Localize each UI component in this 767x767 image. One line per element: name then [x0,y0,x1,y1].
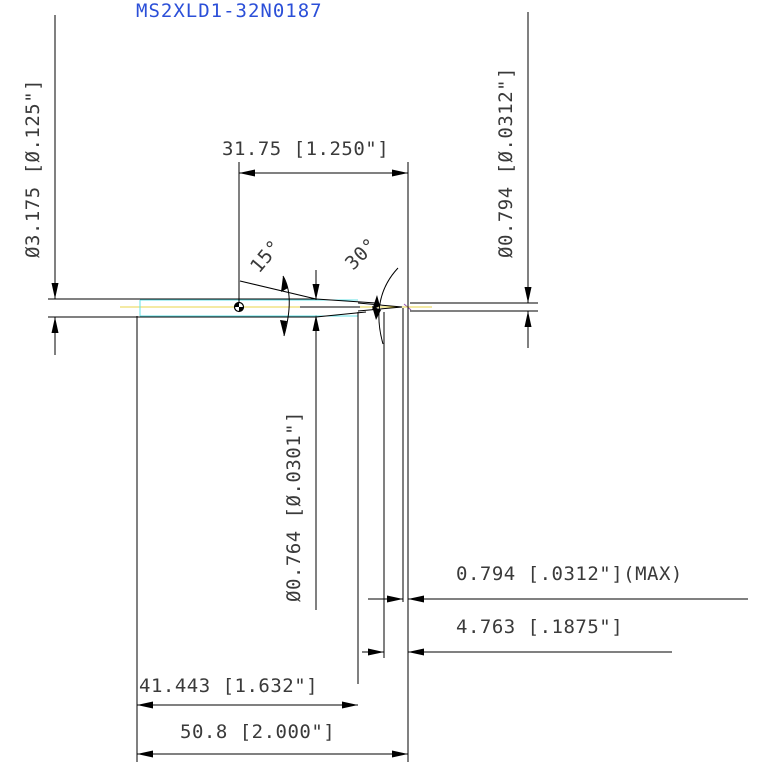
arc-point-angle [378,267,399,345]
arrow-down [312,284,320,300]
point-bottom [357,306,403,312]
dim-shank-diameter: Ø3.175 [Ø.125"] [22,15,59,355]
arrow-taper-top [281,276,288,292]
dim-shank-length: 41.443 [1.632"] [137,675,358,709]
arrow-right [392,169,408,177]
label-tip-diameter: Ø0.794 [Ø.0312"] [495,67,517,258]
origin-marker-quadrant-2 [239,307,244,312]
dim-tip-length: 0.794 [.0312"](MAX) [368,563,748,603]
extension-lines [136,162,409,762]
dim-flute-length: 4.763 [.1875"] [362,616,672,656]
arc-taper-angle [282,275,290,337]
label-overall-length: 50.8 [2.000"] [180,721,335,743]
arrow-up [51,317,59,333]
arrow-up [524,311,532,327]
arrow-left [408,595,424,603]
dim-neck-diameter: Ø0.764 [Ø.0301"] [283,270,320,602]
arrow-down [524,287,532,303]
label-neck-diameter: Ø0.764 [Ø.0301"] [283,411,305,602]
arrow-point-bottom [372,306,381,320]
arrow-down [51,283,59,299]
taper-line [239,280,317,300]
arrow-left [137,750,153,758]
neck-top [315,298,377,304]
arrow-left [408,648,424,656]
arrow-left [137,701,153,709]
dim-overall-length: 50.8 [2.000"] [137,721,408,758]
arrow-right [342,701,358,709]
arrow-point-top [372,295,380,310]
dim-tip-diameter: Ø0.794 [Ø.0312"] [410,12,538,348]
arrow-right [368,648,384,656]
label-tip-length: 0.794 [.0312"](MAX) [456,563,683,585]
origin-marker-quadrant [234,302,239,307]
label-cut-length: 31.75 [1.250"] [222,138,389,160]
arrow-right [387,595,403,603]
label-shank-length: 41.443 [1.632"] [139,675,318,697]
arrow-left [239,169,255,177]
label-flute-length: 4.763 [.1875"] [456,616,623,638]
arrow-taper-bottom [280,320,287,336]
dim-cut-length: 31.75 [1.250"] [222,138,408,177]
label-shank-diameter: Ø3.175 [Ø.125"] [22,79,44,258]
arrow-up [312,315,320,331]
part-number: MS2XLD1-32N0187 [136,0,323,22]
arrow-right [392,750,408,758]
